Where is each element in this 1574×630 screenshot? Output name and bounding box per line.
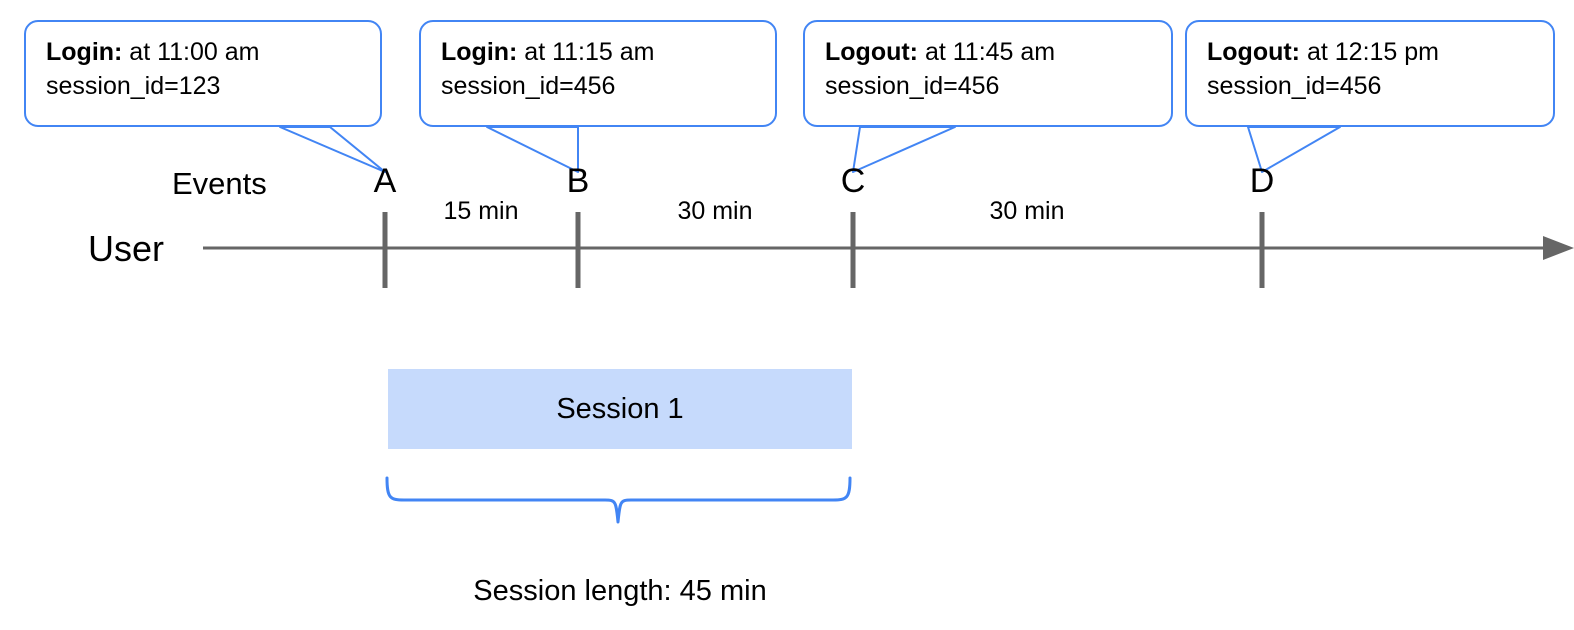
callout-d-event-type: Logout:: [1207, 38, 1301, 66]
callout-b-session-id: session_id=456: [441, 71, 616, 100]
user-lane-label: User: [88, 228, 165, 269]
event-letter-b: B: [566, 162, 590, 200]
callout-c-event-type: Logout:: [825, 38, 919, 66]
callout-c-time: at 11:45 am: [918, 38, 1056, 66]
callout-bubble-c[interactable]: Logout: at 11:45 am session_id=456: [803, 20, 1173, 127]
callout-a-session-id: session_id=123: [46, 71, 221, 100]
event-letter-d: D: [1249, 162, 1275, 200]
callout-bubble-a[interactable]: Login: at 11:00 am session_id=123: [24, 20, 382, 127]
callout-b-event-type: Login:: [441, 38, 518, 66]
event-letter-c: C: [840, 162, 866, 200]
callout-c-line-1: Logout: at 11:45 am: [825, 36, 1155, 70]
gap-label-c-d: 30 min: [989, 197, 1065, 225]
callout-a-time: at 11:00 am: [122, 38, 260, 66]
session-length-brace: [385, 476, 852, 524]
callout-bubble-b[interactable]: Login: at 11:15 am session_id=456: [419, 20, 777, 127]
callout-b-line-1: Login: at 11:15 am: [441, 36, 759, 70]
callout-c-session-id: session_id=456: [825, 71, 1000, 100]
gap-label-a-b: 15 min: [443, 197, 519, 225]
callout-tail-d: [1247, 126, 1341, 173]
callout-d-session-id: session_id=456: [1207, 71, 1382, 100]
event-letter-a: A: [373, 162, 397, 200]
callout-d-time: at 12:15 pm: [1300, 38, 1439, 66]
callout-bubble-d[interactable]: Logout: at 12:15 pm session_id=456: [1185, 20, 1555, 127]
session-length-caption: Session length: 45 min: [473, 575, 767, 607]
gap-label-b-c: 30 min: [677, 197, 753, 225]
events-lane-label: Events: [172, 166, 267, 201]
callout-a-line-1: Login: at 11:00 am: [46, 36, 364, 70]
callout-a-event-type: Login:: [46, 38, 123, 66]
callout-d-line-1: Logout: at 12:15 pm: [1207, 36, 1537, 70]
callout-tail-c: [852, 126, 956, 173]
callout-b-time: at 11:15 am: [517, 38, 655, 66]
session-bar-session-1[interactable]: Session 1: [388, 369, 852, 449]
timeline-arrowhead: [1543, 236, 1574, 260]
session-bar-label: Session 1: [556, 392, 684, 425]
callout-tail-b: [486, 126, 579, 173]
callout-tail-a: [279, 126, 386, 173]
